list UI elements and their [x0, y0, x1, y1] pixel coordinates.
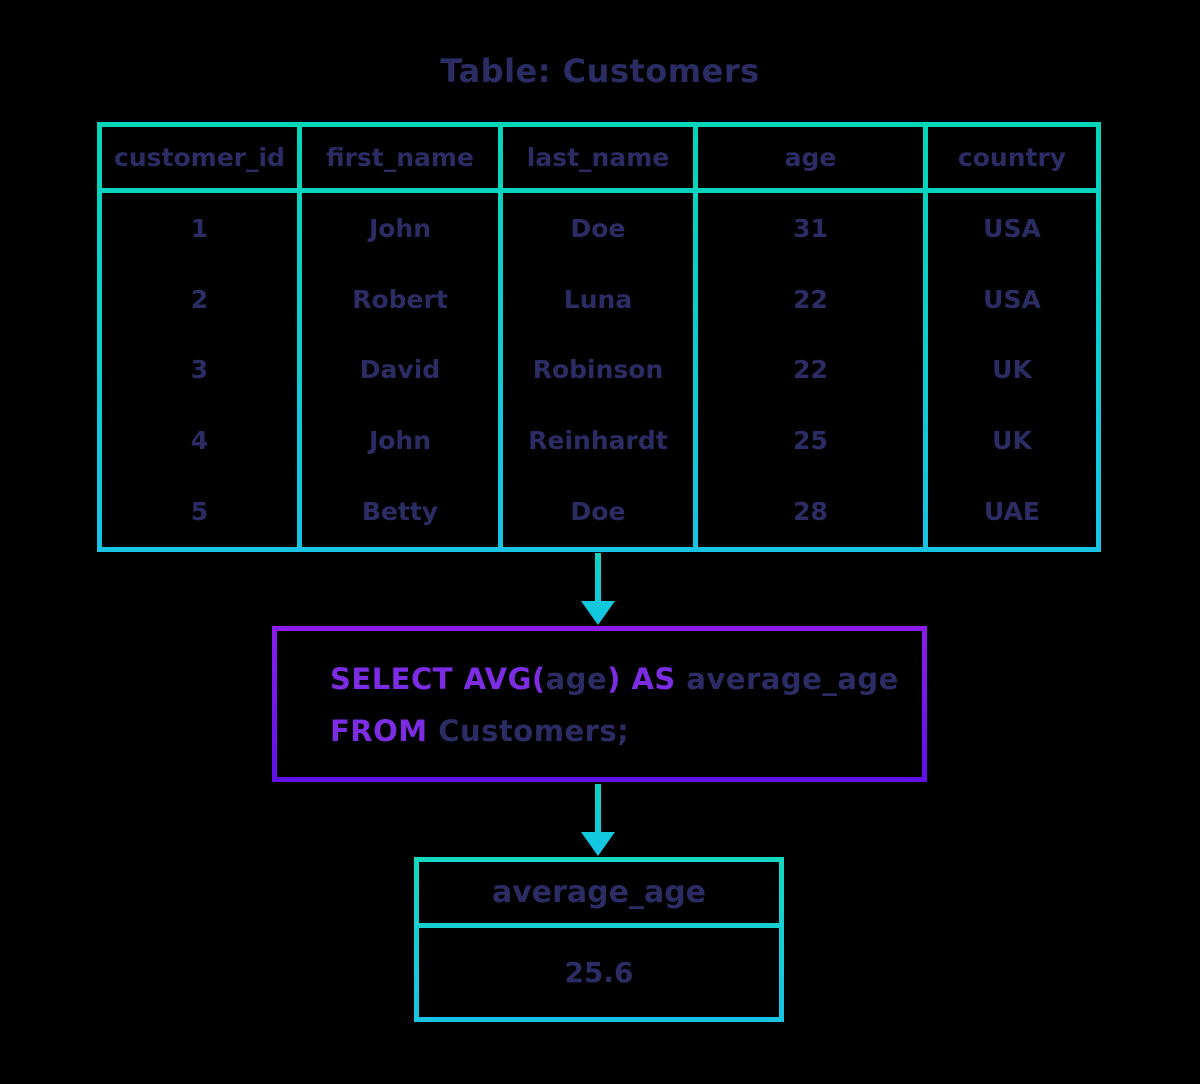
table-cell: 5: [190, 497, 209, 527]
sql-query-box: SELECT AVG(age) AS average_age FROM Cust…: [272, 626, 927, 782]
table-cell: 25: [793, 426, 828, 456]
customers-table: customer_id 1 2 3 4 5 first_name John Ro…: [97, 122, 1101, 552]
table-cell: 2: [190, 284, 209, 314]
table-cell: 28: [793, 497, 828, 527]
column-header: last_name: [503, 127, 693, 193]
table-cell: 3: [190, 355, 209, 385]
table-column-country: country USA USA UK UK UAE: [928, 127, 1096, 547]
table-cell: John: [368, 213, 432, 243]
table-cell: Doe: [570, 497, 626, 527]
column-header: customer_id: [102, 127, 297, 193]
table-cell: Robinson: [532, 355, 664, 385]
table-cell: 4: [190, 426, 209, 456]
sql-identifier: Customers;: [438, 714, 630, 748]
sql-keyword: FROM: [330, 714, 439, 748]
sql-line-2: FROM Customers;: [330, 705, 912, 757]
table-cell: David: [359, 355, 441, 385]
table-cell: UK: [992, 426, 1032, 456]
table-cell: USA: [983, 213, 1041, 243]
sql-keyword: ) AS: [607, 662, 687, 696]
table-column-last-name: last_name Doe Luna Robinson Reinhardt Do…: [503, 127, 698, 547]
table-cell: USA: [983, 284, 1041, 314]
result-value: 25.6: [564, 956, 634, 989]
sql-identifier: average_age: [686, 662, 899, 696]
table-cell: 31: [793, 213, 828, 243]
table-cell: 1: [190, 213, 209, 243]
arrow-down-icon: [581, 553, 615, 625]
table-column-age: age 31 22 22 25 28: [698, 127, 928, 547]
table-cell: UK: [992, 355, 1032, 385]
table-column-customer-id: customer_id 1 2 3 4 5: [102, 127, 302, 547]
table-cell: 22: [793, 355, 828, 385]
table-cell: Robert: [352, 284, 448, 314]
page-title: Table: Customers: [440, 52, 760, 90]
sql-keyword: SELECT AVG(: [330, 662, 546, 696]
sql-identifier: age: [545, 662, 608, 696]
table-cell: 22: [793, 284, 828, 314]
column-header: age: [698, 127, 923, 193]
column-header: first_name: [302, 127, 498, 193]
table-cell: Luna: [563, 284, 633, 314]
sql-line-1: SELECT AVG(age) AS average_age: [330, 653, 912, 705]
table-cell: Doe: [570, 213, 626, 243]
table-cell: Reinhardt: [528, 426, 668, 456]
column-header: country: [928, 127, 1096, 193]
table-column-first-name: first_name John Robert David John Betty: [302, 127, 503, 547]
result-table: average_age 25.6: [414, 857, 784, 1022]
table-cell: Betty: [361, 497, 439, 527]
arrow-down-icon: [581, 784, 615, 856]
result-header: average_age: [419, 862, 779, 928]
table-cell: John: [368, 426, 432, 456]
table-cell: UAE: [984, 497, 1040, 527]
